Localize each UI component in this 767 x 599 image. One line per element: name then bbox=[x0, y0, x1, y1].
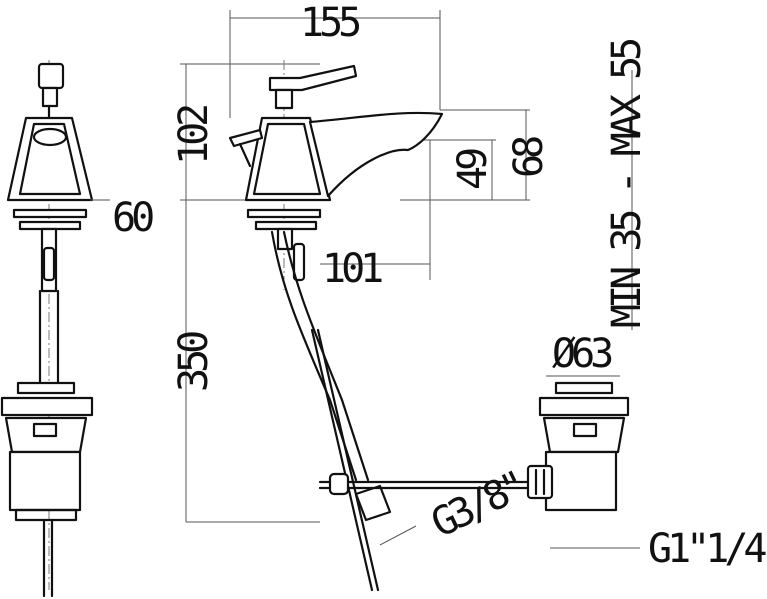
dim-49-label: 49 bbox=[450, 149, 496, 190]
dim-101-label: 101 bbox=[322, 246, 382, 292]
thickness-range-label: MIN 35 - MAX 55 bbox=[604, 40, 650, 328]
dim-155-label: 155 bbox=[300, 0, 359, 46]
drain-diameter-label: Ø63 bbox=[552, 331, 612, 377]
dim-102-label: 102 bbox=[171, 106, 217, 165]
dim-60-label: 60 bbox=[112, 195, 153, 241]
drain-view: Ø63 MIN 35 - MAX 55 G1"1/4 bbox=[526, 40, 767, 572]
side-view: 155 102 350 101 49 68 bbox=[171, 0, 552, 592]
dim-68-label: 68 bbox=[506, 137, 552, 178]
front-view: 60 bbox=[0, 60, 158, 598]
waste-thread-label: G1"1/4 bbox=[648, 526, 766, 572]
dim-350-label: 350 bbox=[171, 332, 217, 392]
supply-thread-label: G3/8" bbox=[424, 464, 530, 547]
